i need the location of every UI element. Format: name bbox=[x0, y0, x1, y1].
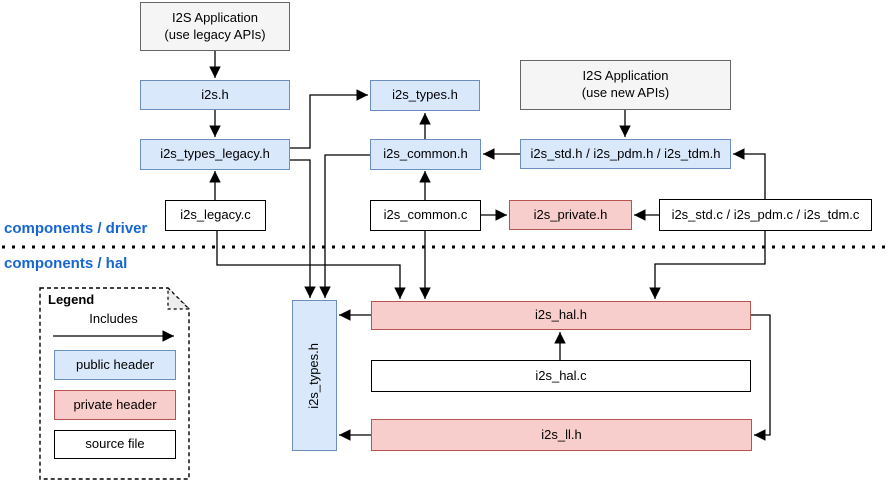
legend-swatch-source-file: source file bbox=[54, 430, 176, 459]
node-app-new-line1: I2S Application bbox=[582, 68, 669, 84]
edge-i2s-legacy-c-to-i2s-hal-h bbox=[216, 231, 406, 299]
edge-i2s-types-legacy-h-to-i2s-types-h-hal bbox=[290, 159, 316, 298]
node-i2s-common-c: i2s_common.c bbox=[370, 200, 481, 231]
node-i2s-std-h-label: i2s_std.h / i2s_pdm.h / i2s_tdm.h bbox=[530, 145, 721, 161]
node-i2s-common-c-label: i2s_common.c bbox=[383, 207, 468, 223]
edge-i2s-common-h-to-i2s-types-h-hal bbox=[319, 154, 370, 298]
node-i2s-types-h: i2s_types.h bbox=[370, 80, 480, 111]
edge-i2s-std-c-to-i2s-std-h bbox=[733, 148, 766, 199]
node-i2s-private-h-label: i2s_private.h bbox=[533, 206, 608, 222]
node-i2s-types-legacy-h-label: i2s_types_legacy.h bbox=[160, 146, 270, 162]
node-i2s-common-h-label: i2s_common.h bbox=[383, 146, 468, 162]
legend-fold-corner-icon bbox=[167, 286, 191, 310]
node-app-new-line2: (use new APIs) bbox=[581, 85, 670, 100]
legend-title: Legend bbox=[48, 292, 95, 307]
node-i2s-std-c-label: i2s_std.c / i2s_pdm.c / i2s_tdm.c bbox=[671, 206, 860, 222]
node-i2s-h-label: i2s.h bbox=[201, 86, 229, 102]
node-i2s-types-legacy-h: i2s_types_legacy.h bbox=[140, 139, 290, 170]
node-i2s-legacy-c: i2s_legacy.c bbox=[165, 200, 266, 231]
node-i2s-ll-h-label: i2s_ll.h bbox=[541, 426, 582, 442]
node-i2s-std-c: i2s_std.c / i2s_pdm.c / i2s_tdm.c bbox=[659, 199, 872, 231]
node-i2s-types-h-label: i2s_types.h bbox=[392, 87, 458, 103]
layer-label-hal: components / hal bbox=[4, 255, 128, 272]
legend-includes-label: Includes bbox=[89, 311, 138, 326]
node-i2s-types-h-hal-label: i2s_types.h bbox=[306, 342, 322, 409]
legend-public-header-label: public header bbox=[75, 356, 155, 372]
node-i2s-h: i2s.h bbox=[140, 80, 290, 110]
node-app-legacy-line2: (use legacy APIs) bbox=[164, 26, 266, 42]
legend-swatch-public-header: public header bbox=[54, 350, 176, 380]
legend-swatch-private-header: private header bbox=[54, 390, 176, 420]
edge-i2s-std-c-to-i2s-hal-h bbox=[649, 231, 766, 299]
node-i2s-legacy-c-label: i2s_legacy.c bbox=[180, 207, 251, 223]
node-i2s-hal-c-label: i2s_hal.c bbox=[535, 367, 587, 383]
edge-i2s-types-legacy-h-to-i2s-types-h bbox=[290, 89, 368, 149]
node-i2s-std-h: i2s_std.h / i2s_pdm.h / i2s_tdm.h bbox=[520, 139, 731, 169]
node-app-legacy: I2S Application (use legacy APIs) bbox=[140, 2, 290, 51]
node-i2s-hal-c: i2s_hal.c bbox=[371, 360, 751, 392]
node-i2s-hal-h-label: i2s_hal.h bbox=[534, 307, 588, 323]
node-i2s-common-h: i2s_common.h bbox=[370, 139, 481, 170]
legend-source-file-label: source file bbox=[85, 436, 145, 452]
node-app-legacy-line1: I2S Application bbox=[171, 9, 258, 25]
node-i2s-private-h: i2s_private.h bbox=[509, 200, 632, 230]
layer-label-driver: components / driver bbox=[4, 220, 148, 237]
legend-private-header-label: private header bbox=[73, 396, 157, 412]
edge-i2s-hal-h-to-i2s-ll-h bbox=[751, 314, 771, 441]
node-i2s-ll-h: i2s_ll.h bbox=[371, 419, 752, 451]
node-i2s-hal-h: i2s_hal.h bbox=[371, 301, 751, 330]
node-app-new: I2S Application (use new APIs) bbox=[520, 60, 731, 110]
node-i2s-types-h-hal: i2s_types.h bbox=[292, 300, 337, 451]
